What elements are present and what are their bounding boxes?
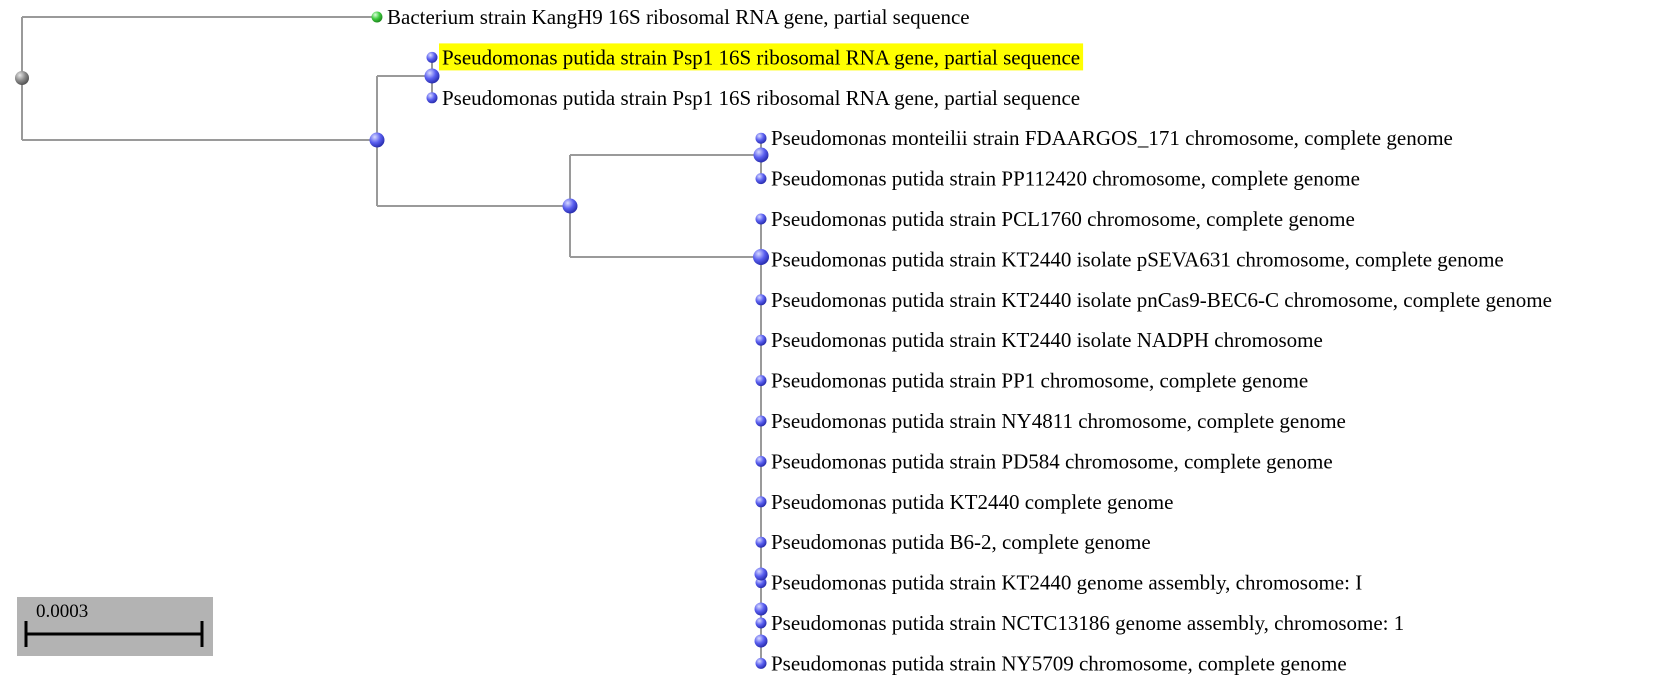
leaf-label: Pseudomonas putida strain KT2440 isolate… (771, 247, 1504, 271)
leaf-node-marker (755, 132, 767, 144)
leaf-node-marker (755, 173, 767, 185)
leaf-highlight (439, 43, 1084, 71)
leaf-labels: Bacterium strain KangH9 16S ribosomal RN… (387, 5, 1552, 675)
internal-node-stack-3 (754, 634, 768, 648)
leaf-node-marker (755, 536, 767, 548)
leaf-node-marker (371, 11, 383, 23)
leaf-label: Pseudomonas putida strain KT2440 genome … (771, 571, 1362, 595)
leaf-label: Pseudomonas putida strain PD584 chromoso… (771, 449, 1333, 473)
internal-nodes (15, 68, 769, 648)
leaf-label: Pseudomonas putida strain NCTC13186 geno… (771, 611, 1404, 635)
leaf-label: Pseudomonas putida B6-2, complete genome (771, 530, 1151, 554)
leaf-nodes (371, 11, 767, 669)
leaf-label: Pseudomonas putida KT2440 complete genom… (771, 490, 1173, 514)
leaf-label: Pseudomonas monteilii strain FDAARGOS_17… (771, 126, 1453, 150)
leaf-node-marker (426, 92, 438, 104)
leaf-label: Pseudomonas putida strain KT2440 isolate… (771, 328, 1323, 352)
leaf-label: Pseudomonas putida strain PCL1760 chromo… (771, 207, 1355, 231)
leaf-label: Bacterium strain KangH9 16S ribosomal RN… (387, 5, 970, 29)
leaf-node-marker (755, 334, 767, 346)
internal-node-psp1 (424, 68, 440, 84)
leaf-label: Pseudomonas putida strain Psp1 16S ribos… (442, 86, 1080, 110)
leaf-node-marker (426, 51, 438, 63)
tree-branches (21, 16, 762, 663)
scale-bar-background (17, 597, 213, 656)
leaf-label: Pseudomonas putida strain NY5709 chromos… (771, 651, 1347, 675)
scale-bar: 0.0003 (17, 597, 213, 656)
internal-node-monteilii (753, 147, 769, 163)
root-node (15, 71, 29, 85)
leaf-node-marker (755, 496, 767, 508)
leaf-label: Pseudomonas putida strain NY4811 chromos… (771, 409, 1346, 433)
leaf-label: Pseudomonas putida strain PP112420 chrom… (771, 167, 1360, 191)
scale-bar-label: 0.0003 (36, 601, 88, 622)
leaf-node-marker (755, 415, 767, 427)
internal-node-stack-1 (754, 567, 768, 581)
leaf-node-marker (755, 617, 767, 629)
leaf-node-marker (755, 213, 767, 225)
leaf-label: Pseudomonas putida strain Psp1 16S ribos… (442, 45, 1080, 69)
leaf-label: Pseudomonas putida strain KT2440 isolate… (771, 288, 1552, 312)
leaf-label: Pseudomonas putida strain PP1 chromosome… (771, 369, 1308, 393)
leaf-node-marker (755, 294, 767, 306)
internal-node-a (369, 132, 385, 148)
leaf-node-marker (755, 375, 767, 387)
leaf-node-marker (755, 657, 767, 669)
internal-node-stack-2 (754, 602, 768, 616)
internal-node-b (562, 198, 578, 214)
leaf-node-marker (755, 455, 767, 467)
internal-node-clade (753, 249, 769, 265)
